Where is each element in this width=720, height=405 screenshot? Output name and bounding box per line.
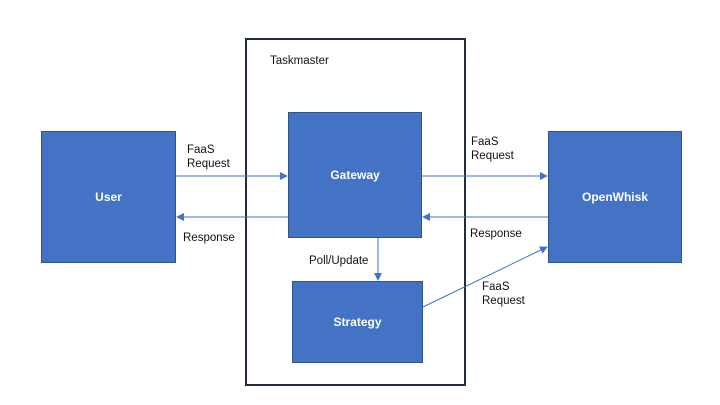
gateway-node-label: Gateway xyxy=(330,168,380,182)
openwhisk-node: OpenWhisk xyxy=(548,131,682,263)
openwhisk-to-gateway-label: Response xyxy=(470,228,522,240)
openwhisk-node-label: OpenWhisk xyxy=(581,190,648,204)
gateway-node: Gateway xyxy=(288,112,422,238)
strategy-node: Strategy xyxy=(292,281,423,363)
user-to-gateway-label-line2: Request xyxy=(187,158,230,170)
strategy-node-label: Strategy xyxy=(333,315,382,329)
user-node: User xyxy=(41,131,176,263)
strategy-to-openwhisk-label: FaaS Request xyxy=(482,280,525,308)
gateway-to-openwhisk-label-line2: Request xyxy=(471,150,514,162)
strategy-to-openwhisk-label-line2: Request xyxy=(482,295,525,307)
user-to-gateway-label: FaaS Request xyxy=(187,143,230,171)
user-node-label: User xyxy=(95,190,122,204)
taskmaster-container xyxy=(245,38,466,386)
gateway-to-openwhisk-label-line1: FaaS xyxy=(471,136,499,148)
gateway-to-strategy-label: Poll/Update xyxy=(309,255,369,267)
gateway-to-openwhisk-label: FaaS Request xyxy=(471,135,514,163)
gateway-to-user-label: Response xyxy=(183,232,235,244)
taskmaster-title: Taskmaster xyxy=(270,55,329,67)
strategy-to-openwhisk-label-line1: FaaS xyxy=(482,281,510,293)
user-to-gateway-label-line1: FaaS xyxy=(187,144,215,156)
strategy-to-openwhisk-arrow xyxy=(422,246,548,308)
